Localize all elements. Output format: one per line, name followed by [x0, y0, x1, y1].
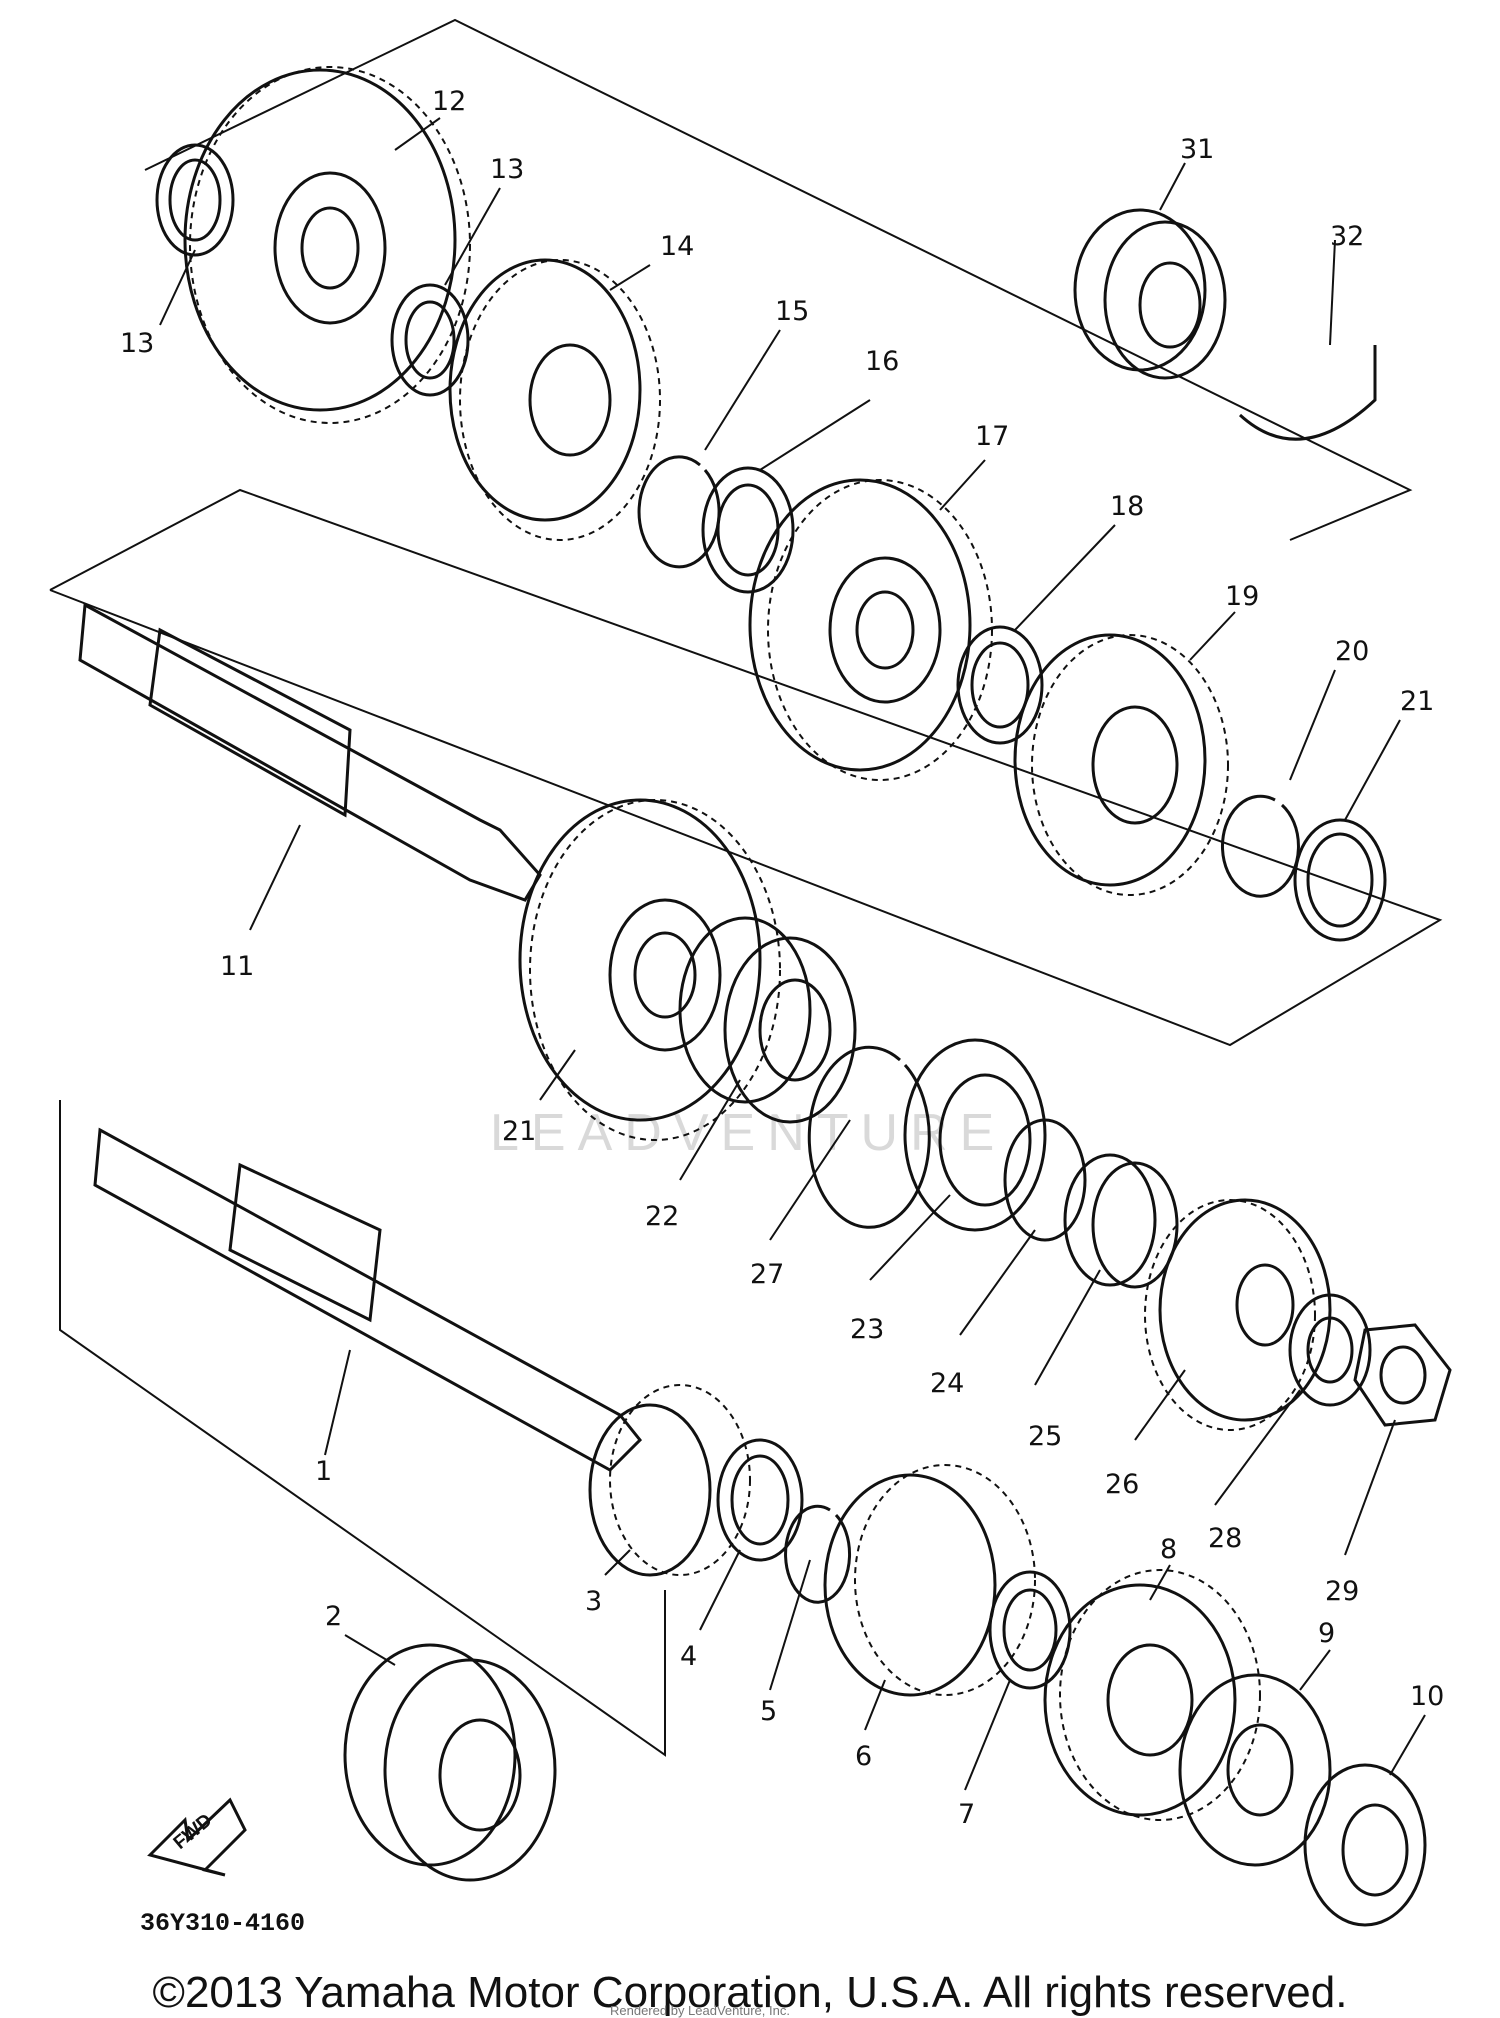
part-29-lock-washer	[1288, 1293, 1372, 1407]
part-4-washer	[716, 1438, 804, 1562]
part-25-o-ring	[1003, 1118, 1087, 1242]
part-12-gear	[183, 66, 471, 424]
part-22-gear	[518, 798, 781, 1141]
callout-20: 20	[1335, 636, 1369, 667]
part-18-washer	[956, 625, 1044, 745]
callout-18: 18	[1110, 491, 1144, 522]
part-31-bearing	[1073, 208, 1227, 380]
callout-30: 29	[1325, 1576, 1359, 1607]
part-9-gear	[1178, 1673, 1332, 1867]
part-13-washer-right	[390, 283, 470, 397]
part-13-washer-left	[155, 143, 235, 257]
copyright-notice: ©2013 Yamaha Motor Corporation, U.S.A. A…	[152, 1968, 1348, 2017]
fwd-arrow-icon: FWD	[147, 1797, 247, 1877]
callout-8: 8	[1160, 1534, 1177, 1565]
callout-13-left: 13	[120, 328, 154, 359]
callout-5: 5	[760, 1696, 777, 1727]
part-32-clip	[1238, 345, 1377, 441]
part-28-circlip	[807, 1045, 931, 1229]
callout-28: 27	[750, 1259, 784, 1290]
group-outline-upper	[144, 18, 1413, 541]
callout-1: 1	[315, 1456, 332, 1487]
callout-14: 14	[660, 231, 694, 262]
rendered-by-note: Rendered by LeadVenture, Inc.	[610, 2003, 790, 2018]
callout-17: 17	[975, 421, 1009, 452]
part-26-collar	[1063, 1153, 1179, 1289]
part-30-nut	[1353, 1323, 1452, 1427]
callout-26: 25	[1028, 1421, 1062, 1452]
callout-21: 21	[1400, 686, 1434, 717]
part-16-washer	[701, 466, 795, 594]
callout-9: 9	[1318, 1618, 1335, 1649]
part-19-gear	[1013, 633, 1229, 896]
part-10-bearing	[1303, 1763, 1427, 1927]
part-1-shaft	[93, 1127, 643, 1472]
part-2-bearing	[343, 1643, 557, 1882]
callout-23: 22	[645, 1201, 679, 1232]
callout-32: 32	[1330, 221, 1364, 252]
callout-15: 15	[775, 296, 809, 327]
group-outline-lower	[59, 1100, 666, 1757]
callout-27: 26	[1105, 1469, 1139, 1500]
fwd-label: FWD	[170, 1810, 217, 1854]
callout-13: 13	[490, 154, 524, 185]
part-17-gear	[748, 478, 993, 781]
callout-22: 21	[502, 1116, 536, 1147]
part-7-washer	[988, 1570, 1072, 1690]
callout-4: 4	[680, 1641, 697, 1672]
leader-lines	[159, 117, 1426, 1791]
callout-3: 3	[585, 1586, 602, 1617]
callout-24: 23	[850, 1314, 884, 1345]
part-8-gear	[1043, 1569, 1261, 1821]
part-23-bearing	[678, 916, 857, 1124]
part-21-washer	[1293, 818, 1387, 942]
part-15-circlip	[637, 455, 721, 569]
callout-19: 19	[1225, 581, 1259, 612]
callout-2: 2	[325, 1601, 342, 1632]
callout-29: 28	[1208, 1523, 1242, 1554]
callout-7: 7	[958, 1799, 975, 1830]
watermark: LEADVENTURE	[490, 1104, 1006, 1162]
callout-12: 12	[432, 86, 466, 117]
callout-11: 11	[220, 951, 254, 982]
callout-16: 16	[865, 346, 899, 377]
callout-10: 10	[1410, 1681, 1444, 1712]
callout-25: 24	[930, 1368, 964, 1399]
part-20-circlip	[1220, 794, 1300, 898]
part-3-gear	[588, 1384, 751, 1577]
part-24-oil-seal	[903, 1038, 1047, 1232]
part-27-sprocket	[1144, 1198, 1332, 1431]
part-5-circlip	[784, 1504, 852, 1604]
group-outline-middle	[49, 488, 1443, 1047]
callout-31: 31	[1180, 134, 1214, 165]
callout-6: 6	[855, 1741, 872, 1772]
part-14-gear	[448, 258, 661, 541]
part-6-gear	[823, 1464, 1036, 1697]
drawing-code: 36Y310-4160	[140, 1909, 305, 1938]
